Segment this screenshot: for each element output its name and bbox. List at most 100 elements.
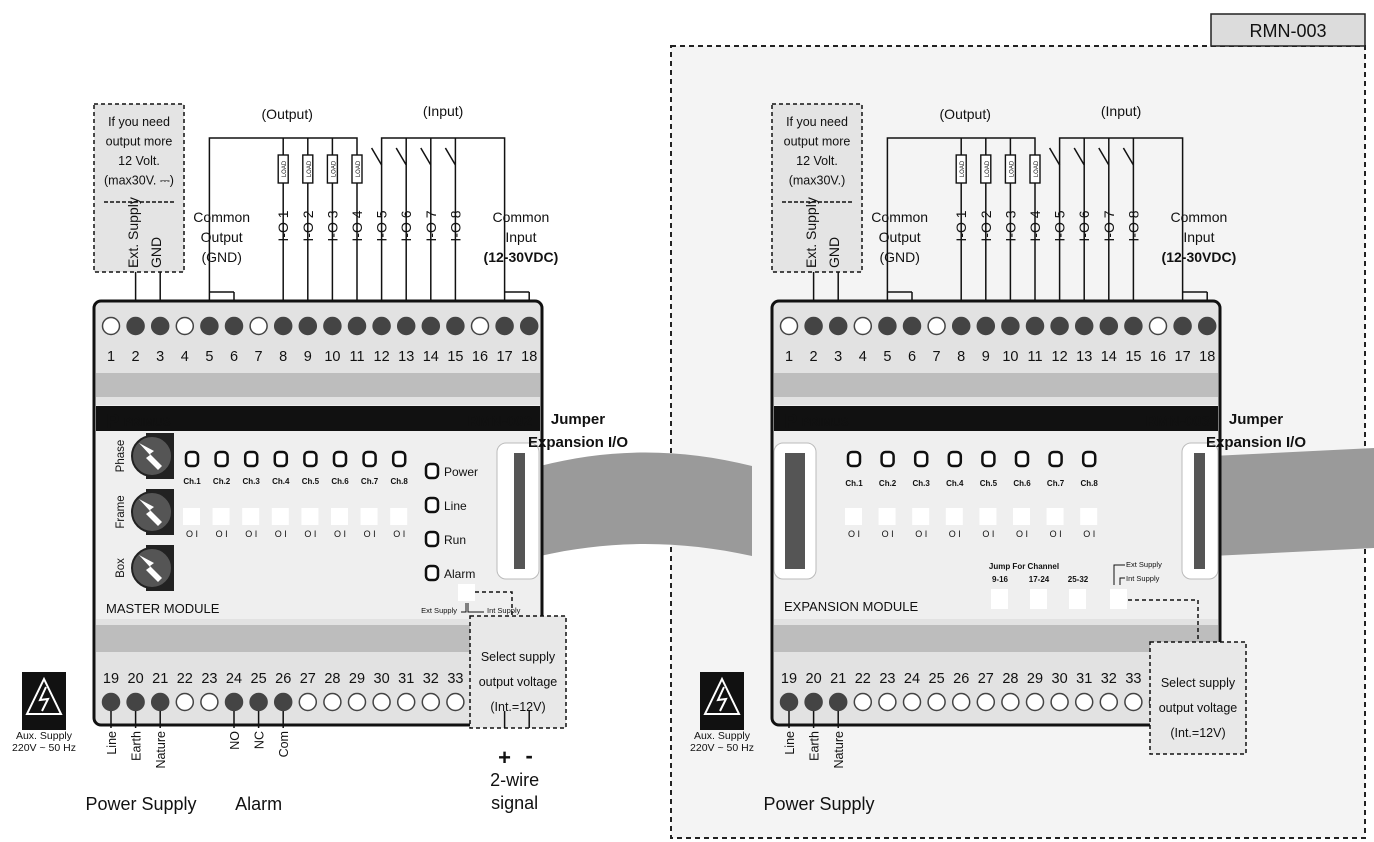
select-supply-text: output voltage [479,675,558,689]
wire [1122,147,1135,166]
arrow-icon [139,443,162,470]
channel-toggle[interactable] [390,508,408,525]
model-number: RMN-002 [468,413,532,430]
channel-label: Ch.8 [1081,479,1099,488]
connector-slot [1194,453,1205,569]
channel-toggle[interactable] [1046,508,1064,525]
channel-toggle[interactable] [183,508,200,525]
load-resistor: LOAD [351,154,363,184]
load-label: LOAD [1009,160,1015,177]
lightning-icon [38,686,50,712]
channel-label: Ch.1 [183,477,201,486]
terminal-number: 18 [1199,349,1215,365]
select-supply-text: (Int.=12V) [490,700,545,714]
terminal-number: 24 [904,671,920,687]
module-body: 1192203214225236247258269271028112912301… [770,299,1222,727]
jump-title: Jump For Channel [989,562,1059,571]
ext-supply-label: Ext. Supply [125,197,141,268]
signal-plus: + [498,745,511,770]
terminal-number: 28 [324,671,340,687]
terminal-screw [976,692,996,712]
channel-toggle[interactable] [271,508,289,525]
channel-toggle[interactable] [212,508,230,525]
terminal-number: 23 [879,671,895,687]
common-output-label: (GND) [879,249,919,265]
wire [1113,564,1125,585]
channel-toggle[interactable] [878,508,896,525]
channel-toggle[interactable] [1080,508,1098,525]
terminal-number: 28 [1002,671,1018,687]
hazard-panel [22,672,66,730]
channel-toggle[interactable] [1013,508,1030,525]
terminal-screw [249,692,268,712]
expansion-tag: RMN-003 [1249,21,1326,41]
jump-range: 9-16 [992,575,1009,584]
aux-supply-label: 220V ~ 50 Hz [12,742,76,754]
brand-name: PRIMUS [802,415,849,429]
toggle-label: O I [915,529,927,539]
terminal-screw [446,692,465,712]
wire [1128,599,1199,642]
ribbon-cables [540,448,1374,556]
terminal-number: 5 [883,349,891,365]
terminal-screw [396,316,416,336]
terminal-screw [804,316,823,336]
jump-switch[interactable] [991,589,1008,609]
toggle-label: O I [393,529,405,539]
channel-toggle[interactable] [331,508,348,525]
toggle-label: O I [245,529,257,539]
knob-label: Phase [115,440,127,473]
output-label: (Output) [262,106,313,122]
jump-switch[interactable] [1069,589,1086,609]
channel-toggle[interactable] [945,508,963,525]
load-resistor: LOAD [980,154,992,184]
terminal-number: 6 [230,349,238,365]
terminal-number: 33 [447,671,463,687]
supply-jumper[interactable] [1110,589,1127,609]
select-supply-text: Select supply [1161,676,1236,690]
load-resistor: LOAD [1004,154,1017,184]
channel-toggle[interactable] [301,508,319,525]
channel-toggle[interactable] [912,508,930,525]
terminal-screw [175,692,195,712]
ext-supply-box [93,103,185,273]
terminal-screw [421,692,441,712]
supply-jumper[interactable] [458,584,475,601]
brand-name: PRIMUS [124,415,171,429]
channel-led [391,450,407,468]
io-label: I-O 6 [1076,210,1092,241]
channel-label: Ch.2 [213,477,231,486]
load-label: LOAD [282,160,288,177]
terminal-screw [200,316,219,336]
common-output-label: Output [879,229,921,245]
terminal-number: 18 [521,349,537,365]
jump-range: 25-32 [1068,575,1089,584]
note-text: 12 Volt. [796,154,838,168]
channel-toggle[interactable] [979,508,997,525]
jump-switch[interactable] [1030,589,1047,609]
terminal-screw [347,692,367,712]
terminal-screw [175,316,195,336]
select-supply-text: Select supply [481,650,556,664]
terminal-number: 4 [181,349,189,365]
signal-label: signal [491,793,538,813]
status-led [424,462,440,480]
channel-toggle[interactable] [845,508,862,525]
channel-toggle[interactable] [242,508,260,525]
io-label: I-O 5 [374,210,390,241]
ribbon-cable [540,452,752,556]
wire [370,147,383,166]
terminal-screw [927,692,946,712]
io-label: I-O 4 [1027,210,1043,241]
wire [461,603,467,613]
terminal-number: 16 [1150,349,1166,365]
channel-label: Ch.5 [980,479,998,488]
terminal-number: 25 [251,671,267,687]
channel-toggle[interactable] [360,508,378,525]
terminal-number: 4 [859,349,867,365]
housing-stripe [96,625,540,652]
io-label: I-O 2 [300,210,316,241]
